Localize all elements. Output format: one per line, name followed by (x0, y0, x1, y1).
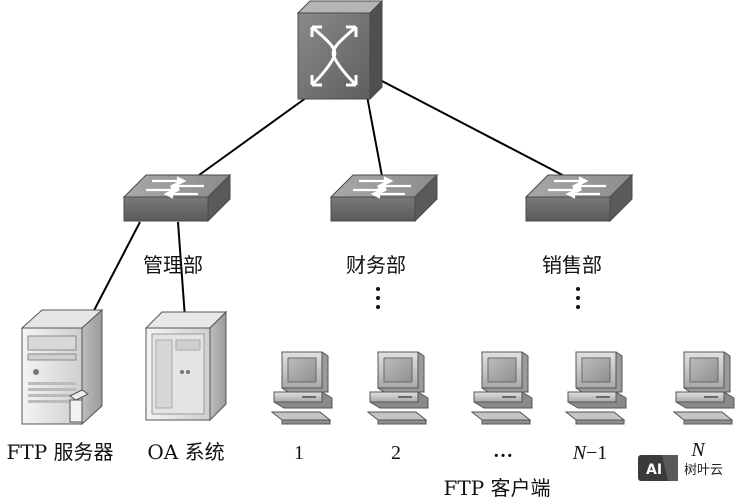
link-management-to-oa-system (177, 221, 186, 319)
dept-label-sales: 销售部 (542, 253, 602, 277)
server-label-oa: OA 系统 (147, 440, 224, 464)
pc-icon-client-n-minus-1 (565, 351, 627, 425)
link-core-to-sales (379, 79, 573, 181)
switch-icon-sales (524, 173, 634, 223)
core-router-icon (296, 0, 384, 101)
pc-icon-client-ellipsis (471, 351, 533, 425)
pc-icon-client-1 (271, 351, 333, 425)
watermark-text: 树叶云 (684, 463, 723, 478)
connection-lines (87, 79, 573, 323)
clients-group-label: FTP 客户端 (443, 476, 550, 500)
dept-label-finance: 财务部 (346, 253, 406, 277)
watermark-badge: AI (646, 462, 662, 478)
client-label-2: 2 (391, 442, 401, 464)
link-core-to-finance (366, 95, 383, 177)
client-label-ellipsis: … (493, 440, 513, 462)
server-rack-icon (144, 310, 228, 422)
client-label-n: N (690, 439, 706, 461)
watermark-logo: AI 树叶云 (638, 455, 723, 481)
switch-icon-finance (329, 173, 439, 223)
link-management-to-ftp-server (87, 221, 141, 323)
dept-label-management: 管理部 (143, 253, 203, 277)
server-tower-icon (20, 308, 104, 426)
link-core-to-management (194, 94, 311, 179)
pc-icon-client-2 (367, 351, 429, 425)
vertical-ellipsis-finance (376, 287, 380, 309)
switch-icon-management (122, 173, 232, 223)
vertical-ellipsis-sales (576, 287, 580, 309)
client-label-n-minus-1: N−1 (572, 442, 608, 464)
pc-icon-client-n (673, 351, 735, 425)
server-label-ftp: FTP 服务器 (6, 440, 113, 464)
client-label-1: 1 (294, 442, 304, 464)
